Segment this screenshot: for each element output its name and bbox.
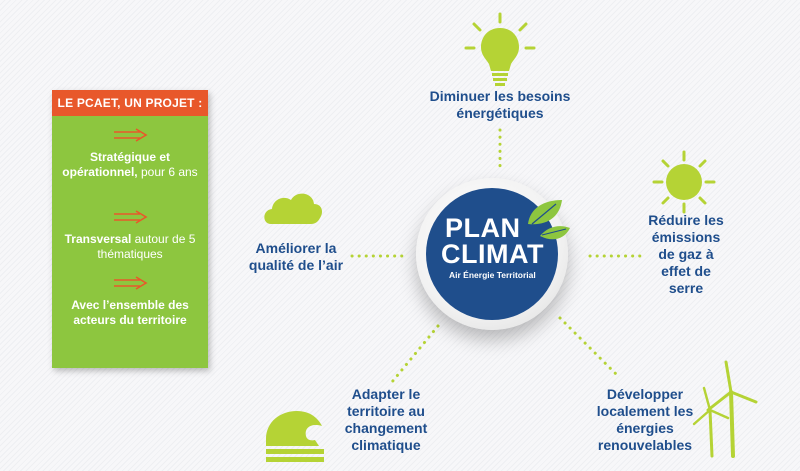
theme-adaptation-label: Adapter le territoire au changement clim… bbox=[344, 386, 428, 453]
arrow-icon bbox=[114, 276, 148, 290]
logo-subtitle: Air Énergie Territorial bbox=[449, 270, 536, 280]
arrow-icon bbox=[114, 128, 148, 142]
project-panel bbox=[52, 90, 208, 368]
wave-icon bbox=[266, 411, 324, 462]
connector-renewables bbox=[558, 316, 620, 378]
wind-turbine-icon bbox=[692, 360, 758, 458]
panel-item-actors: Avec l’ensemble des acteurs du territoir… bbox=[71, 298, 189, 327]
theme-air-label: Améliorer la qualité de l’air bbox=[248, 240, 344, 273]
cloud-icon bbox=[264, 193, 322, 224]
arrow-icon bbox=[114, 210, 148, 224]
lightbulb-icon bbox=[464, 12, 536, 86]
sun-icon bbox=[652, 150, 716, 214]
panel-title: LE PCAET, UN PROJET : bbox=[52, 90, 208, 116]
connector-adaptation bbox=[390, 324, 440, 384]
theme-emissions-label: Réduire les émissions de gaz à effet de … bbox=[648, 212, 724, 296]
theme-energy-label: Diminuer les besoins énergétiques bbox=[429, 88, 571, 121]
theme-renewables-label: Développer localement les énergies renou… bbox=[596, 386, 694, 453]
panel-item-transversal: Transversal autour de 5 thématiques bbox=[64, 232, 196, 261]
logo-line-plan: PLAN bbox=[445, 213, 521, 243]
panel-item-strategic: Stratégique et opérationnel, pour 6 ans bbox=[62, 150, 198, 179]
logo-line-climat: CLIMAT bbox=[441, 239, 544, 269]
